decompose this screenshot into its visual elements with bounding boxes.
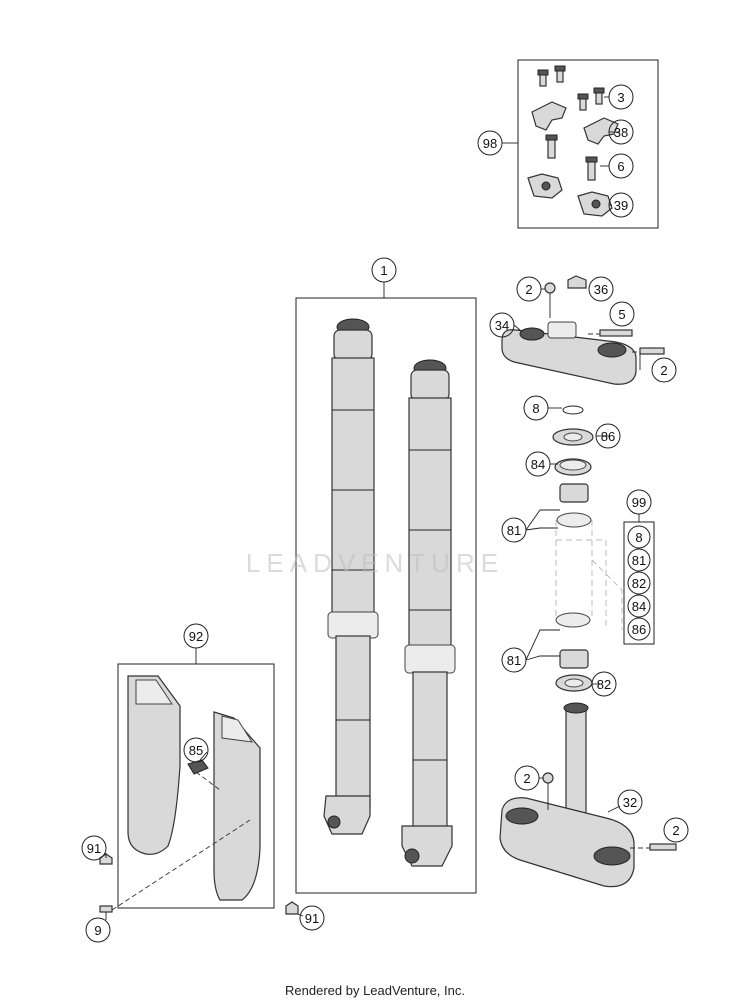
- svg-text:32: 32: [623, 795, 637, 810]
- svg-text:2: 2: [525, 282, 532, 297]
- callout-2-lower-left[interactable]: 2: [514, 765, 540, 791]
- callout-5[interactable]: 5: [609, 301, 635, 327]
- svg-text:34: 34: [495, 318, 509, 333]
- callout-36[interactable]: 36: [588, 276, 614, 302]
- svg-text:86: 86: [601, 429, 615, 444]
- callout-1[interactable]: 1: [371, 257, 397, 283]
- right-fork-leg: [401, 359, 456, 867]
- callout-39[interactable]: 39: [608, 192, 634, 218]
- svg-text:9: 9: [94, 923, 101, 938]
- fork-assembly: [295, 282, 477, 894]
- svg-text:8: 8: [532, 401, 539, 416]
- kit-99-item-82[interactable]: 82: [627, 571, 651, 595]
- left-fork-leg: [323, 318, 379, 835]
- svg-text:99: 99: [632, 495, 646, 510]
- callout-3[interactable]: 3: [608, 84, 634, 110]
- svg-text:2: 2: [660, 363, 667, 378]
- callout-84[interactable]: 84: [525, 451, 551, 477]
- upper-triple-clamp: [501, 275, 665, 385]
- callout-8[interactable]: 8: [523, 395, 549, 421]
- svg-text:81: 81: [632, 553, 646, 568]
- fork-guards: [99, 648, 275, 911]
- callout-91-left[interactable]: 91: [81, 835, 107, 861]
- callout-34[interactable]: 34: [489, 312, 515, 338]
- callout-98[interactable]: 98: [477, 130, 503, 156]
- callout-86[interactable]: 86: [595, 423, 621, 449]
- svg-text:92: 92: [189, 629, 203, 644]
- callout-2-lower-right[interactable]: 2: [663, 817, 689, 843]
- svg-text:84: 84: [632, 599, 646, 614]
- callout-91-bottom[interactable]: 91: [299, 905, 325, 931]
- callout-92[interactable]: 92: [183, 623, 209, 649]
- svg-text:38: 38: [614, 125, 628, 140]
- svg-text:1: 1: [380, 263, 387, 278]
- svg-text:2: 2: [523, 771, 530, 786]
- svg-text:91: 91: [305, 911, 319, 926]
- callout-85[interactable]: 85: [183, 737, 209, 763]
- svg-text:98: 98: [483, 136, 497, 151]
- callout-32[interactable]: 32: [617, 789, 643, 815]
- callout-6[interactable]: 6: [608, 153, 634, 179]
- callout-38[interactable]: 38: [608, 119, 634, 145]
- svg-text:81: 81: [507, 653, 521, 668]
- svg-text:82: 82: [597, 677, 611, 692]
- callout-81-lower[interactable]: 81: [501, 647, 527, 673]
- svg-text:6: 6: [617, 159, 624, 174]
- svg-text:81: 81: [507, 523, 521, 538]
- callout-99[interactable]: 99: [626, 489, 652, 515]
- svg-text:3: 3: [617, 90, 624, 105]
- svg-text:86: 86: [632, 622, 646, 637]
- svg-text:82: 82: [632, 576, 646, 591]
- callout-82[interactable]: 82: [591, 671, 617, 697]
- kit-99-item-81[interactable]: 81: [627, 548, 651, 572]
- svg-text:8: 8: [635, 530, 642, 545]
- svg-text:2: 2: [672, 823, 679, 838]
- kit-99-item-8[interactable]: 8: [627, 525, 651, 549]
- callout-2-top[interactable]: 2: [516, 276, 542, 302]
- svg-text:5: 5: [618, 307, 625, 322]
- callout-9[interactable]: 9: [85, 917, 111, 943]
- svg-text:36: 36: [594, 282, 608, 297]
- svg-text:84: 84: [531, 457, 545, 472]
- kit-99-item-86[interactable]: 86: [627, 617, 651, 641]
- kit-99-item-84[interactable]: 84: [627, 594, 651, 618]
- steering-bearing-stack: [525, 405, 623, 692]
- svg-text:85: 85: [189, 743, 203, 758]
- callout-2-upper-right[interactable]: 2: [651, 357, 677, 383]
- kit-98-clamps: [502, 59, 659, 229]
- svg-text:91: 91: [87, 841, 101, 856]
- svg-text:39: 39: [614, 198, 628, 213]
- lower-triple-clamp: [499, 702, 677, 888]
- footer-credit: Rendered by LeadVenture, Inc.: [285, 983, 465, 998]
- callout-81-upper[interactable]: 81: [501, 517, 527, 543]
